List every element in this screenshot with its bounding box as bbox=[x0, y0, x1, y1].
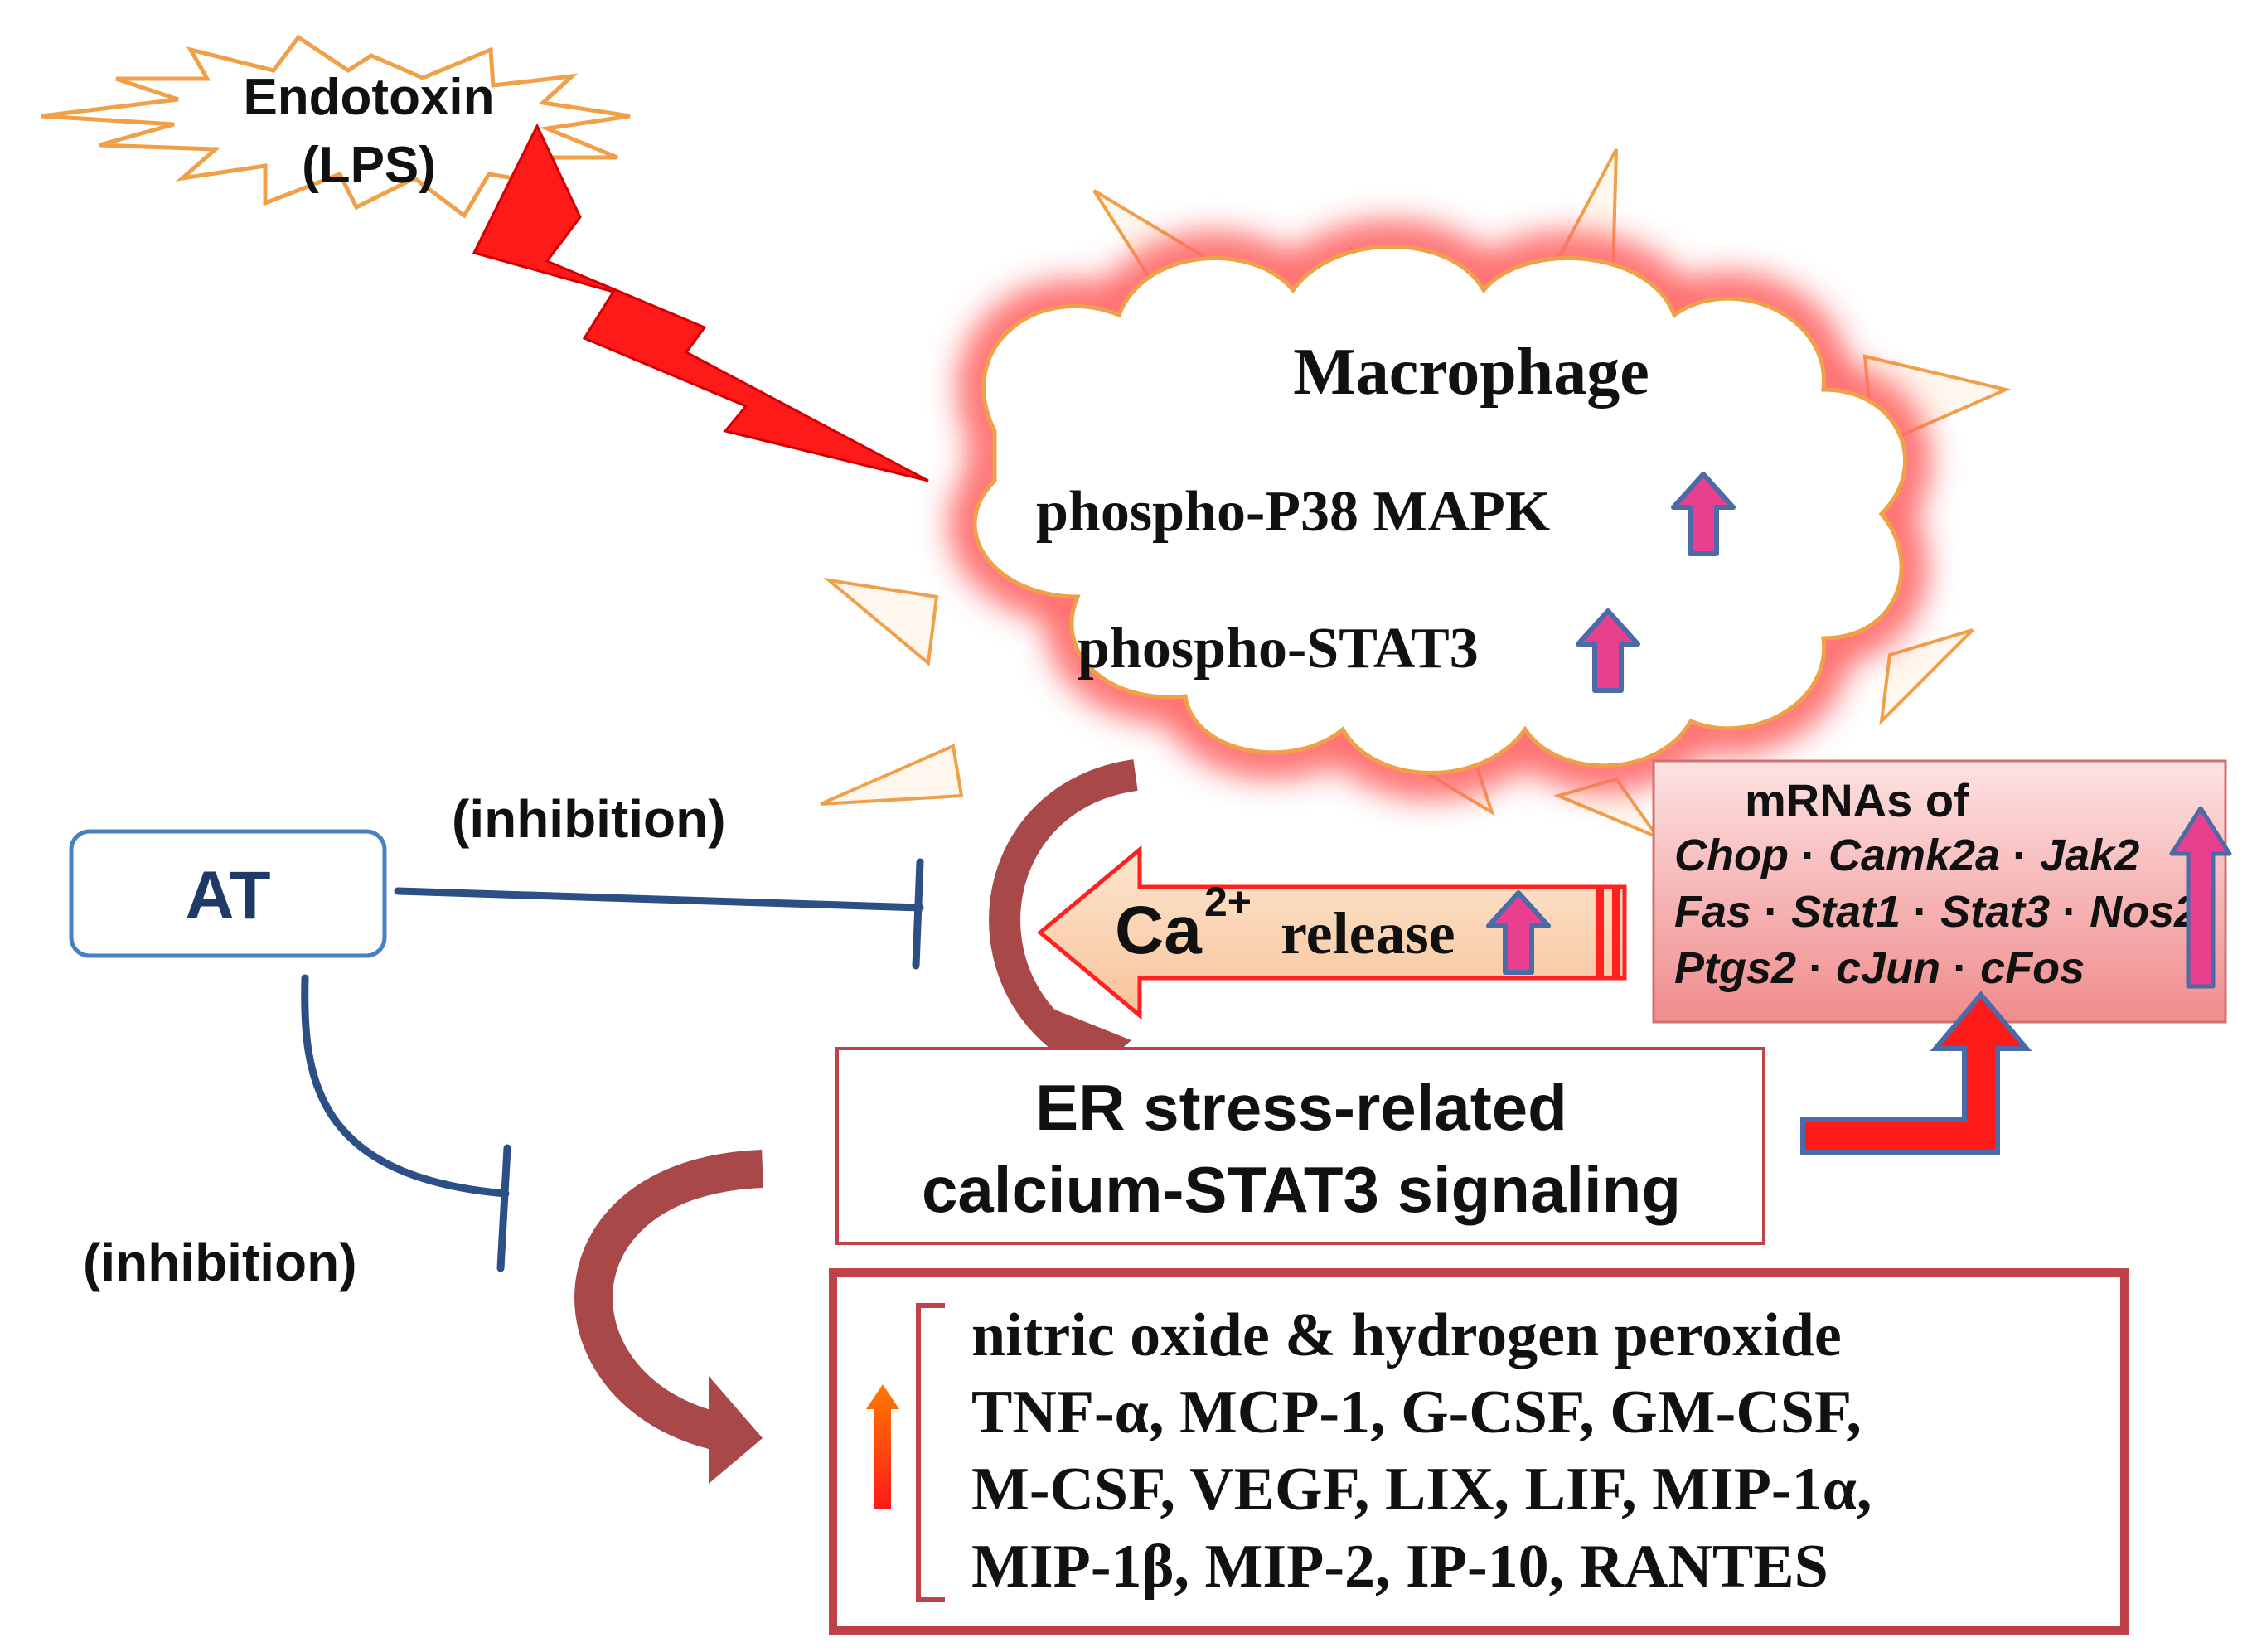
lps-label: (LPS) bbox=[302, 137, 436, 194]
macrophage-title: Macrophage bbox=[1293, 336, 1649, 409]
mrna-row-1: Chop · Camk2a · Jak2 bbox=[1674, 831, 2139, 880]
inhibition-bar-bottom-icon bbox=[301, 974, 511, 1272]
gene-cfos: cFos bbox=[1980, 943, 2085, 993]
starburst-icon bbox=[41, 34, 631, 219]
inhibition-bar-top-icon bbox=[394, 858, 924, 970]
mrna-up-arrow-icon bbox=[2169, 806, 2232, 989]
block-arrow-left-icon bbox=[1037, 845, 1627, 1020]
endotoxin-burst: Endotoxin (LPS) bbox=[41, 34, 631, 219]
at-label: AT bbox=[185, 858, 270, 933]
phospho-stat3-label: phospho-STAT3 bbox=[1078, 617, 1479, 681]
er-stress-line2: calcium-STAT3 signaling bbox=[922, 1153, 1681, 1226]
gene-chop: Chop bbox=[1674, 831, 1789, 880]
gene-stat1: Stat1 bbox=[1791, 887, 1901, 937]
gene-jak2: Jak2 bbox=[2040, 831, 2139, 880]
er-stress-node: ER stress-related calcium-STAT3 signalin… bbox=[835, 1047, 1765, 1245]
mrna-row-2: Fas · Stat1 · Stat3 · Nos2 bbox=[1674, 887, 2199, 937]
gene-stat3: Stat3 bbox=[1940, 887, 2050, 937]
outputs-up-arrow-icon bbox=[866, 1384, 899, 1509]
mrna-header: mRNAs of bbox=[1745, 774, 1969, 826]
curved-arrow-to-outputs-icon bbox=[574, 1150, 763, 1484]
outputs-line3: M-CSF, VEGF, LIX, LIF, MIP-1α, bbox=[971, 1456, 1872, 1524]
calcium-release-arrow: Ca 2+ release bbox=[1037, 845, 1627, 1020]
cloud-icon bbox=[972, 245, 1907, 775]
phospho-p38-label: phospho-P38 MAPK bbox=[1036, 480, 1550, 544]
gene-camk2a: Camk2a bbox=[1828, 831, 2000, 880]
gene-cjun: cJun bbox=[1836, 943, 1940, 993]
er-stress-line1: ER stress-related bbox=[1035, 1071, 1567, 1144]
outputs-line4: MIP-1β, MIP-2, IP-10, RANTES bbox=[971, 1533, 1828, 1601]
ca-superscript: 2+ bbox=[1204, 879, 1252, 925]
ca-label: Ca bbox=[1115, 893, 1203, 968]
inhibition-label-bottom: (inhibition) bbox=[83, 1233, 357, 1292]
outputs-box: nitric oxide & hydrogen peroxide TNF-α, … bbox=[829, 1268, 2129, 1635]
elbow-arrow-er-to-mrna-icon bbox=[1800, 991, 2032, 1155]
gene-fas: Fas bbox=[1674, 887, 1751, 937]
at-node: AT bbox=[69, 829, 387, 958]
macrophage-cell: Macrophage phospho-P38 MAPK phospho-STAT… bbox=[820, 148, 2012, 841]
gene-nos2: Nos2 bbox=[2090, 887, 2199, 937]
outputs-bracket bbox=[916, 1303, 945, 1602]
endotoxin-label: Endotoxin bbox=[243, 69, 494, 126]
release-label: release bbox=[1281, 900, 1455, 966]
gene-ptgs2: Ptgs2 bbox=[1674, 943, 1796, 993]
mrna-box: mRNAs of Chop · Camk2a · Jak2 Fas · Stat… bbox=[1652, 759, 2232, 1024]
mrna-row-3: Ptgs2 · cJun · cFos bbox=[1674, 943, 2085, 993]
outputs-line1: nitric oxide & hydrogen peroxide bbox=[971, 1301, 1842, 1369]
lightning-bolt-icon bbox=[472, 123, 929, 482]
inhibition-label-top: (inhibition) bbox=[452, 789, 726, 849]
outputs-line2: TNF-α, MCP-1, G-CSF, GM-CSF, bbox=[971, 1378, 1862, 1446]
